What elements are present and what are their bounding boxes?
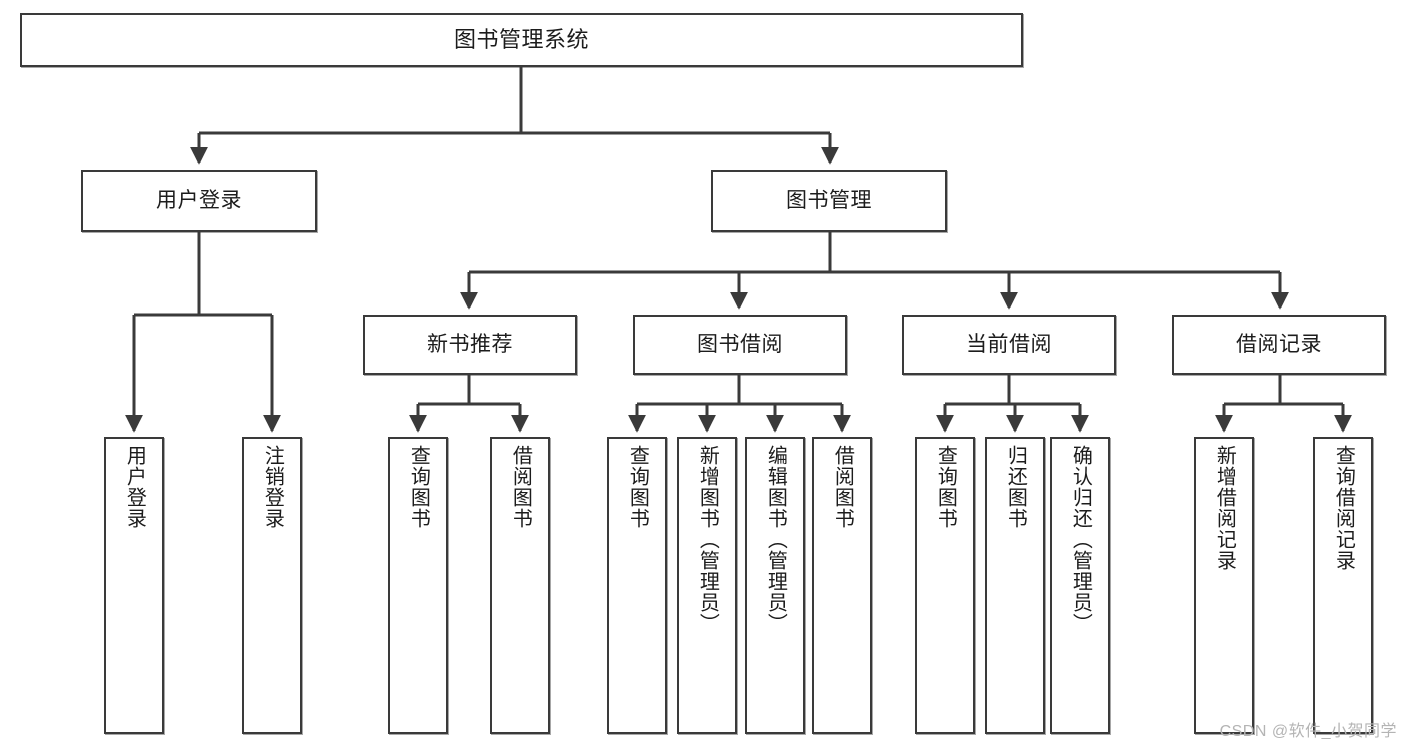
node-label: 当前借阅 xyxy=(966,333,1052,357)
node-label: 新增图书（管理员） xyxy=(696,445,719,634)
node-label: 用户登录 xyxy=(156,189,242,213)
node-root-system[interactable]: 图书管理系统 xyxy=(20,13,1023,67)
node-leaf-return-book[interactable]: 归还图书 xyxy=(985,437,1045,734)
watermark-text: CSDN @软件_小贺同学 xyxy=(1219,723,1397,740)
node-label: 图书借阅 xyxy=(697,333,783,357)
node-leaf-current-query-book[interactable]: 查询图书 xyxy=(915,437,975,734)
node-leaf-add-borrow-record[interactable]: 新增借阅记录 xyxy=(1194,437,1254,734)
node-label: 图书管理系统 xyxy=(453,26,589,52)
node-label: 新增借阅记录 xyxy=(1213,445,1236,571)
node-label: 借阅图书 xyxy=(509,445,532,529)
node-label: 查询借阅记录 xyxy=(1332,445,1355,571)
node-leaf-borrow-query-book[interactable]: 查询图书 xyxy=(607,437,667,734)
node-leaf-query-borrow-record[interactable]: 查询借阅记录 xyxy=(1313,437,1373,734)
node-leaf-edit-book-admin[interactable]: 编辑图书（管理员） xyxy=(745,437,805,734)
node-leaf-user-login[interactable]: 用户登录 xyxy=(104,437,164,734)
node-label: 查询图书 xyxy=(407,445,430,529)
node-user-login[interactable]: 用户登录 xyxy=(81,170,317,232)
node-borrow-record[interactable]: 借阅记录 xyxy=(1172,315,1386,375)
node-label: 归还图书 xyxy=(1004,445,1027,529)
node-label: 借阅图书 xyxy=(831,445,854,529)
node-book-management[interactable]: 图书管理 xyxy=(711,170,947,232)
node-label: 确认归还（管理员） xyxy=(1069,445,1092,634)
node-label: 用户登录 xyxy=(123,445,146,529)
node-book-borrow[interactable]: 图书借阅 xyxy=(633,315,847,375)
node-leaf-borrow-book[interactable]: 借阅图书 xyxy=(812,437,872,734)
node-label: 借阅记录 xyxy=(1236,333,1322,357)
node-leaf-confirm-return-admin[interactable]: 确认归还（管理员） xyxy=(1050,437,1110,734)
node-label: 图书管理 xyxy=(786,189,872,213)
node-leaf-recommend-borrow-book[interactable]: 借阅图书 xyxy=(490,437,550,734)
node-leaf-logout[interactable]: 注销登录 xyxy=(242,437,302,734)
node-label: 注销登录 xyxy=(261,445,284,529)
node-label: 查询图书 xyxy=(626,445,649,529)
node-label: 新书推荐 xyxy=(427,333,513,357)
node-leaf-recommend-query-book[interactable]: 查询图书 xyxy=(388,437,448,734)
node-leaf-add-book-admin[interactable]: 新增图书（管理员） xyxy=(677,437,737,734)
node-new-book-recommend[interactable]: 新书推荐 xyxy=(363,315,577,375)
node-label: 查询图书 xyxy=(934,445,957,529)
node-current-borrow[interactable]: 当前借阅 xyxy=(902,315,1116,375)
node-label: 编辑图书（管理员） xyxy=(764,445,787,634)
